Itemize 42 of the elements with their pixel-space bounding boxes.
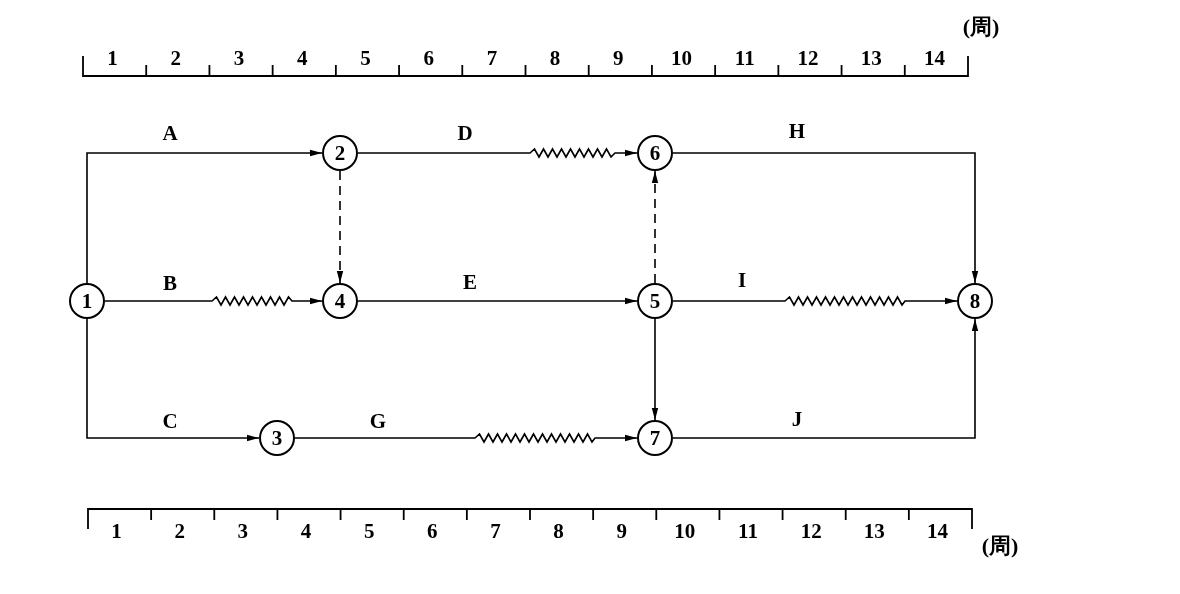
- scale-number: 9: [616, 520, 627, 542]
- scale-number: 6: [427, 520, 438, 542]
- dashed-arrow: [336, 170, 344, 284]
- arrow: [672, 295, 958, 307]
- arrow: [294, 432, 638, 444]
- scale-number: 9: [613, 47, 624, 69]
- scale-number: 7: [486, 47, 498, 69]
- scale-number: 6: [423, 47, 434, 69]
- scale-number: 13: [863, 520, 885, 542]
- arrow: [86, 318, 260, 442]
- scale-number: 10: [671, 47, 693, 69]
- scale-number: 13: [860, 47, 882, 69]
- arrow: [357, 147, 638, 159]
- scale-number: 5: [360, 47, 371, 69]
- scale-number: 4: [297, 47, 308, 69]
- unit-label: (周): [981, 535, 1019, 557]
- arrow: [651, 318, 659, 421]
- scale-number: 11: [734, 47, 755, 69]
- arrow: [672, 318, 979, 439]
- scale-number: 4: [300, 520, 312, 542]
- arrow: [357, 297, 638, 305]
- scale-number: 12: [797, 47, 819, 69]
- scale-number: 12: [800, 520, 822, 542]
- scale-number: 1: [111, 520, 122, 542]
- scale-number: 2: [170, 47, 182, 69]
- scale-number: 11: [738, 520, 758, 542]
- scale-number: 14: [926, 520, 948, 542]
- scale-number: 3: [237, 520, 249, 542]
- scale-number: 14: [923, 47, 945, 69]
- scale-number: 10: [674, 520, 696, 542]
- arrow: [672, 152, 979, 284]
- scale-number: 1: [107, 47, 118, 69]
- dashed-arrow: [651, 170, 659, 284]
- scale-number: 8: [553, 520, 564, 542]
- scale-number: 3: [233, 47, 245, 69]
- scale-number: 2: [174, 520, 185, 542]
- scale-number: 5: [363, 520, 375, 542]
- scale-number: 7: [490, 520, 501, 542]
- scale-number: 8: [549, 47, 561, 69]
- unit-label: (周): [962, 16, 1000, 38]
- arrow: [104, 295, 323, 307]
- arrow: [86, 149, 323, 284]
